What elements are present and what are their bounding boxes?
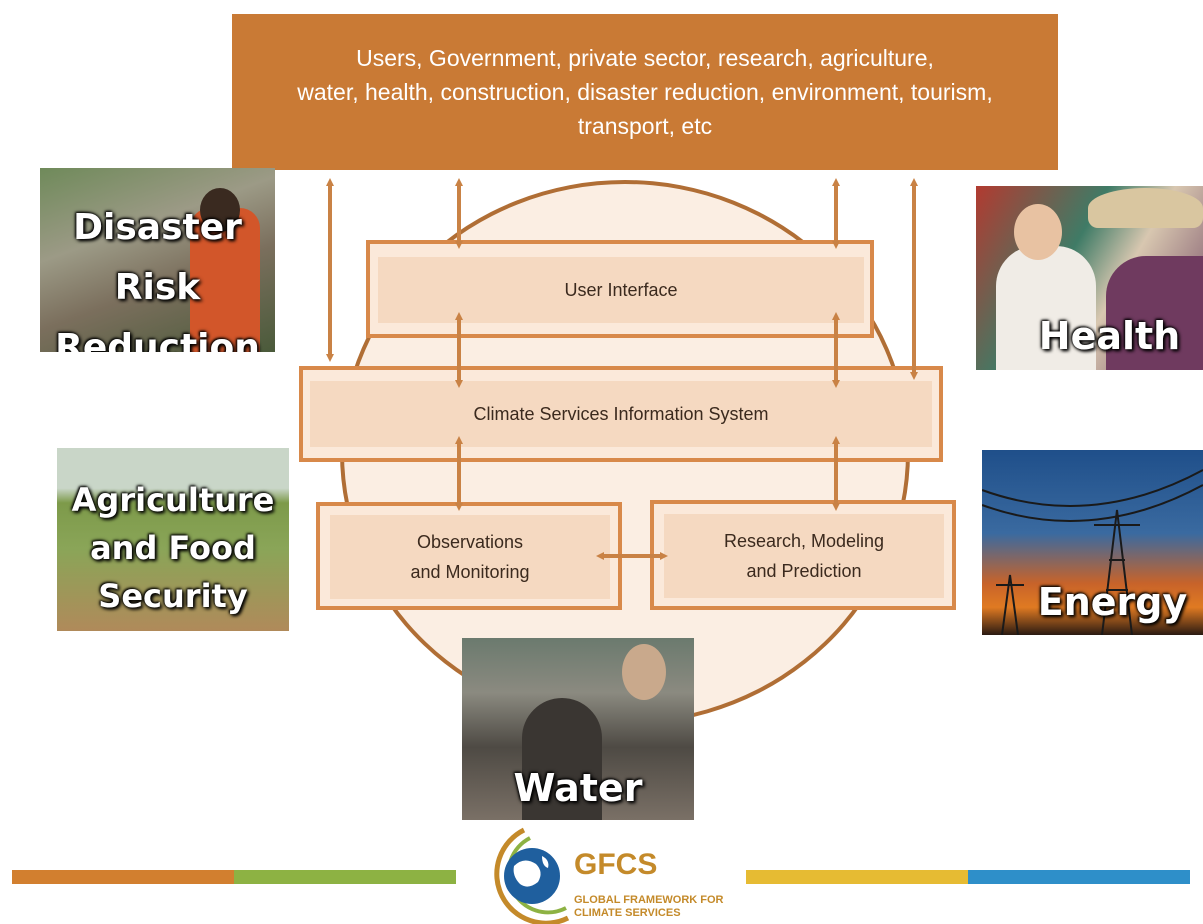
energy-photo: Energy bbox=[982, 450, 1203, 635]
agriculture-label-3: Security bbox=[98, 577, 248, 615]
users-line-1: Users, Government, private sector, resea… bbox=[356, 45, 934, 71]
health-photo: Health bbox=[976, 186, 1203, 370]
gfcs-logo: GFCS GLOBAL FRAMEWORK FOR CLIMATE SERVIC… bbox=[484, 826, 724, 924]
research-box: Research, Modeling and Prediction bbox=[664, 514, 944, 598]
disaster-photo: Disaster Risk Reduction bbox=[40, 168, 275, 352]
agriculture-photo: Agriculture and Food Security bbox=[57, 448, 289, 631]
power-pylons bbox=[982, 469, 1203, 635]
users-box: Users, Government, private sector, resea… bbox=[232, 14, 1058, 170]
water-child bbox=[622, 644, 666, 700]
footer-bar-blue bbox=[968, 870, 1190, 884]
footer-bar-yellow bbox=[746, 870, 968, 884]
water-photo: Water bbox=[462, 638, 694, 820]
globe-icon bbox=[494, 827, 570, 924]
agriculture-label-2: and Food bbox=[90, 529, 256, 567]
doctor-coat bbox=[996, 246, 1096, 370]
footer-bar-green bbox=[234, 870, 456, 884]
disaster-label-2: Risk bbox=[114, 267, 201, 308]
energy-label: Energy bbox=[1037, 580, 1188, 624]
observations-line-1: Observations bbox=[416, 532, 524, 552]
doctor-head bbox=[1014, 204, 1062, 260]
responder-vest bbox=[190, 208, 260, 352]
csis-box: Climate Services Information System bbox=[310, 381, 932, 447]
disaster-label-1: Disaster bbox=[73, 207, 242, 248]
disaster-label-3: Reduction bbox=[55, 327, 260, 352]
research-line-1: Research, Modeling bbox=[723, 531, 885, 551]
health-label: Health bbox=[1038, 314, 1181, 358]
user-interface-label: User Interface bbox=[564, 280, 678, 300]
responder-head bbox=[200, 188, 240, 232]
patient-hat bbox=[1088, 188, 1203, 228]
gfcs-acronym: GFCS bbox=[574, 848, 658, 881]
patient-body bbox=[1106, 256, 1203, 370]
footer-bar-orange bbox=[12, 870, 234, 884]
agriculture-label-1: Agriculture bbox=[71, 481, 275, 519]
csis-label: Climate Services Information System bbox=[473, 404, 769, 424]
users-line-3: transport, etc bbox=[577, 113, 713, 139]
water-label: Water bbox=[513, 766, 643, 810]
gfcs-tagline-2: CLIMATE SERVICES bbox=[574, 907, 681, 919]
water-person bbox=[522, 698, 602, 820]
gfcs-tagline-1: GLOBAL FRAMEWORK FOR bbox=[574, 894, 724, 906]
users-line-2: water, health, construction, disaster re… bbox=[297, 79, 993, 105]
research-line-2: and Prediction bbox=[746, 561, 862, 581]
observations-line-2: and Monitoring bbox=[410, 562, 530, 582]
gfcs-tagline: GLOBAL FRAMEWORK FOR CLIMATE SERVICES bbox=[574, 894, 724, 920]
observations-box: Observations and Monitoring bbox=[330, 515, 610, 599]
